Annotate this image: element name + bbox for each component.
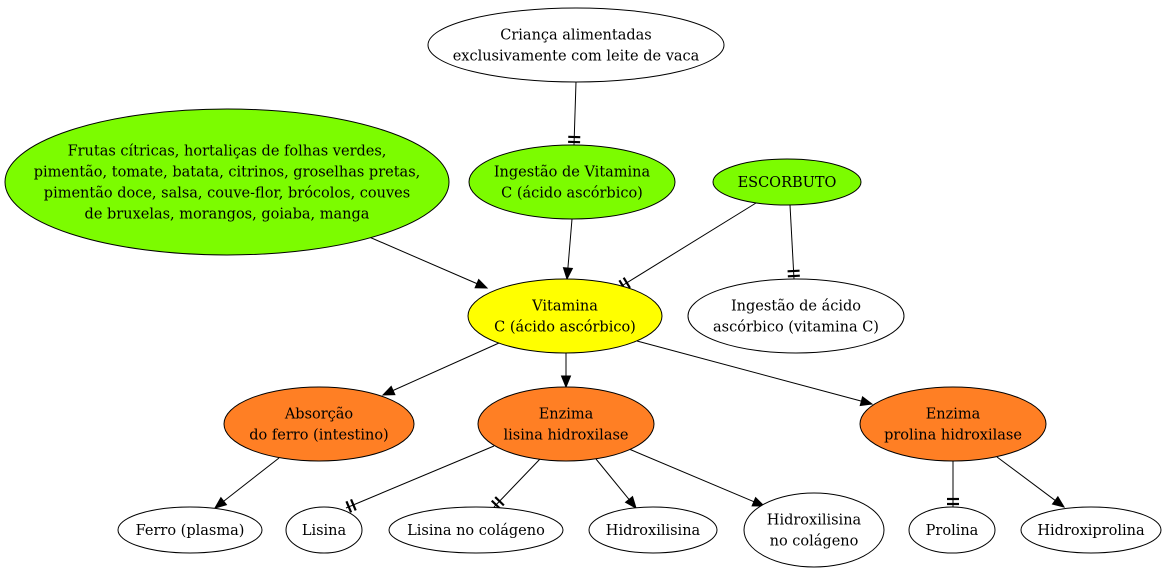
node-label-line: C (ácido ascórbico) bbox=[494, 320, 636, 336]
edge-vitamina_c-to-prolina_hidroxilase bbox=[636, 340, 874, 407]
node-shape bbox=[388, 506, 564, 554]
edge-lisina_hidroxilase-to-lisina_colageno bbox=[490, 458, 541, 510]
arrowhead bbox=[560, 375, 572, 389]
node-ingestao-vitc: Ingestão de Vitamina C (ácido ascórbico) bbox=[468, 144, 676, 220]
node-frutas: Frutas cítricas, hortaliças de folhas ve… bbox=[4, 108, 450, 256]
tee-head bbox=[787, 269, 800, 278]
node-label-line: pimentão doce, salsa, couve-flor, brócol… bbox=[44, 186, 410, 202]
node-label-line: Ingestão de ácido bbox=[731, 299, 861, 315]
node-shape bbox=[687, 278, 905, 354]
node-label-line: de bruxelas, morangos, goiaba, manga bbox=[85, 207, 370, 223]
edge-lisina_hidroxilase-to-hidroxilisina_colageno bbox=[628, 448, 766, 507]
node-label-line: Lisina no colágeno bbox=[407, 523, 545, 539]
node-shape bbox=[468, 144, 676, 220]
node-ferro: Ferro (plasma) bbox=[117, 506, 263, 554]
node-label-line: Absorção bbox=[284, 407, 353, 423]
node-label-line: ascórbico (vitamina C) bbox=[713, 320, 879, 336]
node-hidroxilisina-colageno: Hidroxilisina no colágeno bbox=[743, 492, 885, 568]
edge-prolina_hidroxilase-to-hidroxiprolina bbox=[996, 456, 1066, 508]
node-label-line: Enzima bbox=[539, 407, 594, 423]
arrowhead bbox=[562, 267, 574, 281]
node-label-line: no colágeno bbox=[770, 534, 859, 550]
node-label-line: Criança alimentadas bbox=[500, 28, 651, 44]
node-shape bbox=[467, 278, 663, 354]
tee-head bbox=[947, 497, 959, 506]
node-label-line: ESCORBUTO bbox=[738, 175, 837, 191]
node-shape bbox=[908, 506, 996, 554]
node-hidroxiprolina: Hidroxiprolina bbox=[1020, 506, 1162, 554]
node-shape bbox=[223, 386, 415, 462]
node-shape bbox=[743, 492, 885, 568]
arrowhead bbox=[751, 496, 766, 507]
node-shape bbox=[117, 506, 263, 554]
edge-absorcao-to-ferro bbox=[213, 457, 280, 509]
node-prolina: Prolina bbox=[908, 506, 996, 554]
node-escorbuto: ESCORBUTO bbox=[712, 158, 862, 206]
node-shape bbox=[285, 506, 363, 554]
edge-escorbuto-to-ingestao_acido bbox=[787, 204, 800, 280]
arrowhead bbox=[213, 496, 228, 509]
node-vitamina-c: Vitamina C (ácido ascórbico) bbox=[467, 278, 663, 354]
node-label-line: exclusivamente com leite de vaca bbox=[453, 49, 700, 65]
node-label-line: prolina hidroxilase bbox=[884, 428, 1022, 444]
node-label-line: Lisina bbox=[302, 523, 347, 539]
edge-vitamina_c-to-lisina_hidroxilase bbox=[560, 353, 572, 389]
node-prolina-hidroxilase: Enzima prolina hidroxilase bbox=[859, 386, 1047, 462]
node-label-line: Hidroxiprolina bbox=[1037, 523, 1145, 539]
node-absorcao: Absorção do ferro (intestino) bbox=[223, 386, 415, 462]
node-shape bbox=[477, 386, 655, 462]
edge-lisina_hidroxilase-to-hidroxilisina bbox=[595, 458, 637, 510]
arrowhead bbox=[474, 278, 489, 289]
nodes-layer: Criança alimentadas exclusivamente com le… bbox=[4, 7, 1162, 568]
node-label-line: lisina hidroxilase bbox=[504, 428, 629, 444]
edge-crianca-to-ingestao_vitc bbox=[568, 81, 581, 146]
node-crianca: Criança alimentadas exclusivamente com le… bbox=[427, 7, 725, 83]
edge-escorbuto-to-vitamina_c bbox=[618, 202, 757, 292]
arrowhead bbox=[624, 495, 637, 510]
node-label-line: Ferro (plasma) bbox=[136, 523, 245, 539]
node-shape bbox=[859, 386, 1047, 462]
edge-lisina_hidroxilase-to-lisina bbox=[345, 445, 495, 513]
node-ingestao-acido: Ingestão de ácido ascórbico (vitamina C) bbox=[687, 278, 905, 354]
arrowhead bbox=[1051, 495, 1066, 508]
node-label-line: Ingestão de Vitamina bbox=[494, 165, 651, 181]
node-lisina-hidroxilase: Enzima lisina hidroxilase bbox=[477, 386, 655, 462]
node-label-line: pimentão, tomate, batata, citrinos, gros… bbox=[34, 165, 421, 181]
node-shape bbox=[1020, 506, 1162, 554]
node-lisina: Lisina bbox=[285, 506, 363, 554]
node-label-line: Hidroxilisina bbox=[606, 523, 701, 539]
node-shape bbox=[712, 158, 862, 206]
node-label-line: Vitamina bbox=[531, 299, 598, 315]
node-shape bbox=[427, 7, 725, 83]
edge-frutas-to-vitamina_c bbox=[359, 232, 489, 289]
tee-head bbox=[345, 498, 357, 513]
node-label-line: Enzima bbox=[926, 407, 981, 423]
node-hidroxilisina: Hidroxilisina bbox=[588, 506, 718, 554]
tee-head bbox=[568, 135, 581, 144]
node-label-line: Frutas cítricas, hortaliças de folhas ve… bbox=[68, 144, 387, 160]
node-label-line: Hidroxilisina bbox=[767, 513, 862, 529]
node-shape bbox=[588, 506, 718, 554]
arrowhead bbox=[381, 385, 396, 396]
node-label-line: Prolina bbox=[926, 523, 979, 539]
edge-prolina_hidroxilase-to-prolina bbox=[947, 461, 959, 507]
node-label-line: do ferro (intestino) bbox=[249, 428, 388, 444]
node-lisina-colageno: Lisina no colágeno bbox=[388, 506, 564, 554]
node-label-line: C (ácido ascórbico) bbox=[501, 186, 643, 202]
node-shape bbox=[4, 108, 450, 256]
edge-ingestao_vitc-to-vitamina_c bbox=[562, 218, 574, 281]
edge-vitamina_c-to-absorcao bbox=[381, 342, 500, 396]
arrowhead bbox=[859, 395, 874, 407]
